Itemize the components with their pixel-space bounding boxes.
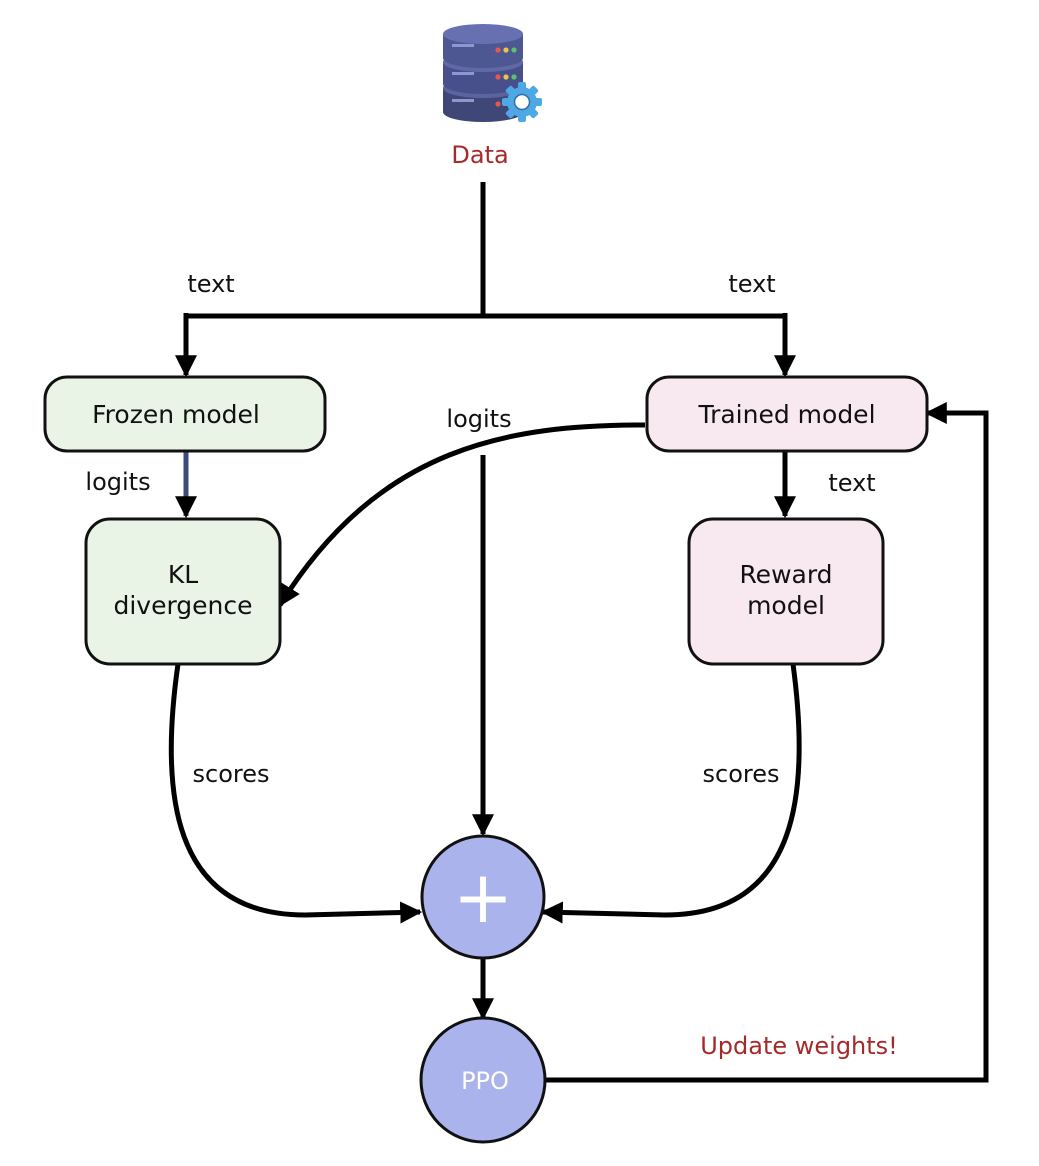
trained-model-label: Trained model xyxy=(697,400,875,429)
ppo-label: PPO xyxy=(461,1067,509,1095)
edge-label-update-weights: Update weights! xyxy=(700,1032,898,1060)
edge-reward-plus xyxy=(540,663,802,924)
node-trained-model: Trained model xyxy=(645,375,929,453)
edge-label-scores-left: scores xyxy=(193,760,270,788)
frozen-model-label: Frozen model xyxy=(92,400,260,429)
edge-kl-plus xyxy=(168,663,423,924)
database-gear-icon xyxy=(443,24,542,122)
edge-ppo-update xyxy=(545,401,989,1083)
plus-sign: + xyxy=(453,855,513,939)
node-ppo: PPO xyxy=(419,1016,547,1144)
edge-trained-kl xyxy=(277,422,646,607)
node-plus: + xyxy=(420,834,546,960)
node-reward-model: Reward model xyxy=(687,517,885,666)
data-label: Data xyxy=(451,141,508,169)
edge-label-logits-trained: logits xyxy=(446,405,511,433)
edges xyxy=(168,182,989,1083)
edge-label-scores-right: scores xyxy=(703,760,780,788)
kl-divergence-label-line2: divergence xyxy=(113,591,252,620)
node-frozen-model: Frozen model xyxy=(43,375,327,453)
edge-label-text-reward: text xyxy=(828,469,875,497)
edge-label-text-left: text xyxy=(187,270,234,298)
reward-model-label-line2: model xyxy=(747,591,825,620)
reward-model-label-line1: Reward xyxy=(739,560,832,589)
edge-label-logits-frozen: logits xyxy=(85,468,150,496)
edge-label-text-right: text xyxy=(728,270,775,298)
node-kl-divergence: KL divergence xyxy=(84,517,282,666)
kl-divergence-label-line1: KL xyxy=(168,560,198,589)
